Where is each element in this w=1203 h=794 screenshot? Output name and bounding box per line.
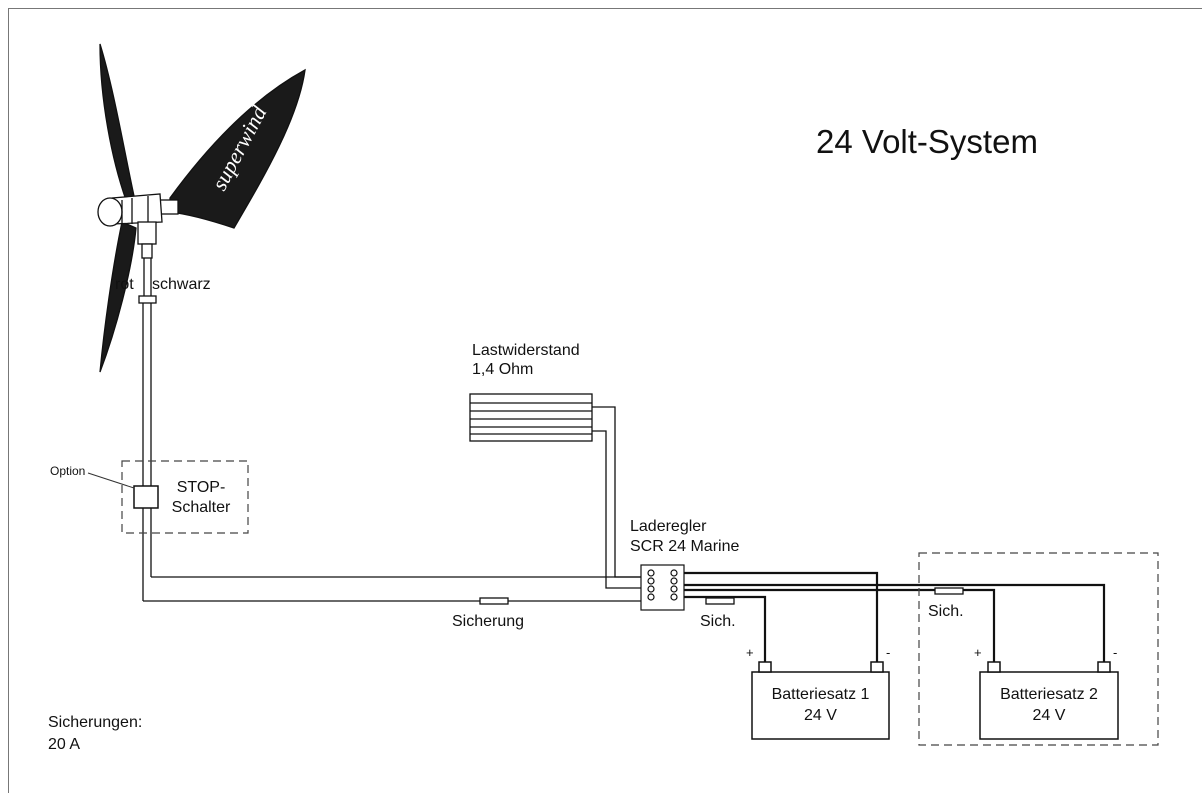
battery1-minus-terminal (870, 661, 884, 673)
main-fuse (479, 597, 509, 605)
stop-switch-label-line1: STOP- (176, 479, 226, 496)
wind-turbine (97, 43, 306, 373)
battery-wiring (684, 571, 1106, 662)
load-resistor-name: Lastwiderstand (472, 342, 580, 359)
battery2-plus-sign: + (974, 645, 982, 660)
main-fuse-label: Sicherung (452, 613, 525, 630)
battery2-plus-terminal (987, 661, 1001, 673)
battery2-name: Batteriesatz 2 (1000, 686, 1098, 703)
battery1-fuse (705, 597, 735, 605)
battery2-voltage: 24 V (1032, 707, 1066, 724)
option-label: Option (50, 464, 86, 478)
diagram-title: 24 Volt-System (816, 123, 1038, 160)
turbine-tail-vane (169, 68, 306, 229)
battery1-fuse-label: Sich. (700, 613, 736, 630)
battery2-fuse-label: Sich. (928, 603, 964, 620)
turbine-cables (142, 303, 641, 602)
stop-switch (133, 485, 159, 509)
load-resistor (469, 393, 641, 589)
battery1-voltage: 24 V (804, 707, 837, 724)
battery-2 (979, 661, 1119, 740)
battery1-plus-terminal (758, 661, 772, 673)
fuse-note-heading: Sicherungen: (48, 714, 143, 731)
charge-controller-model: SCR 24 Marine (630, 538, 740, 555)
charge-controller (640, 564, 685, 611)
load-resistor-value: 1,4 Ohm (472, 361, 534, 378)
battery-1 (751, 661, 890, 740)
battery2-minus-terminal (1097, 661, 1111, 673)
battery1-minus-sign: - (886, 645, 891, 660)
turbine-tail-boom (159, 199, 179, 215)
battery1-name: Batteriesatz 1 (771, 686, 870, 703)
battery2-option-box (918, 552, 1159, 746)
battery2-fuse (934, 587, 964, 595)
turbine-blade-upper (99, 43, 135, 201)
stop-switch-label-line2: Schalter (171, 499, 231, 516)
battery2-minus-sign: - (1113, 645, 1118, 660)
turbine-hub (97, 197, 123, 227)
cable-connector (138, 295, 157, 304)
wire-label-black: schwarz (152, 276, 211, 293)
stop-switch-option-box (87, 460, 249, 534)
fuse-note-value: 20 A (48, 736, 81, 753)
battery1-plus-sign: + (746, 645, 754, 660)
turbine-yaw-housing (137, 221, 157, 245)
charge-controller-name: Laderegler (630, 518, 707, 535)
drawing-frame (8, 8, 1202, 793)
wire-label-red: rot (115, 276, 134, 293)
turbine-blade-lower (99, 221, 137, 373)
